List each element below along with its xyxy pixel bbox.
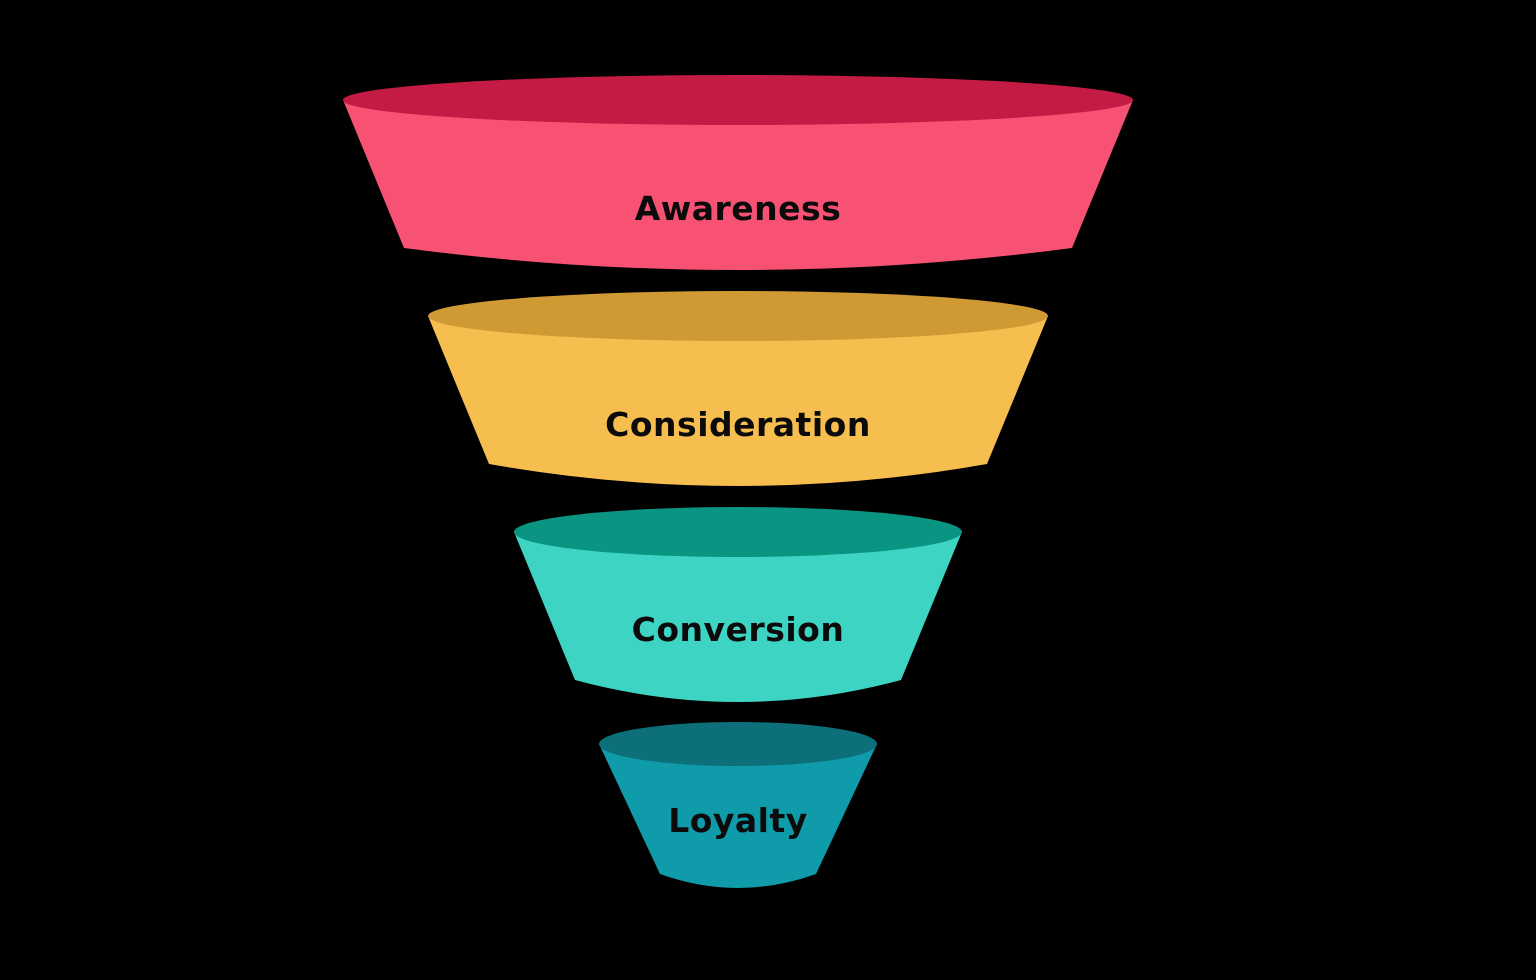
funnel-stage-consideration: Consideration bbox=[428, 291, 1048, 486]
funnel-stage-awareness-rim bbox=[343, 75, 1133, 125]
funnel-stage-conversion: Conversion bbox=[514, 507, 962, 702]
funnel-stage-loyalty: Loyalty bbox=[599, 722, 877, 888]
funnel-stage-awareness-body bbox=[343, 100, 1133, 270]
funnel-stage-awareness-label: Awareness bbox=[635, 189, 842, 228]
funnel-stage-loyalty-label: Loyalty bbox=[668, 801, 808, 840]
funnel-stage-conversion-label: Conversion bbox=[632, 610, 845, 649]
funnel-stage-loyalty-rim bbox=[599, 722, 877, 766]
funnel-stage-consideration-label: Consideration bbox=[605, 405, 871, 444]
funnel-stage-consideration-rim bbox=[428, 291, 1048, 341]
funnel-stage-awareness: Awareness bbox=[343, 75, 1133, 270]
funnel-stage-conversion-body bbox=[514, 532, 962, 702]
funnel-stage-conversion-rim bbox=[514, 507, 962, 557]
funnel-stage-consideration-body bbox=[428, 316, 1048, 486]
funnel-stage-loyalty-body bbox=[599, 744, 877, 888]
